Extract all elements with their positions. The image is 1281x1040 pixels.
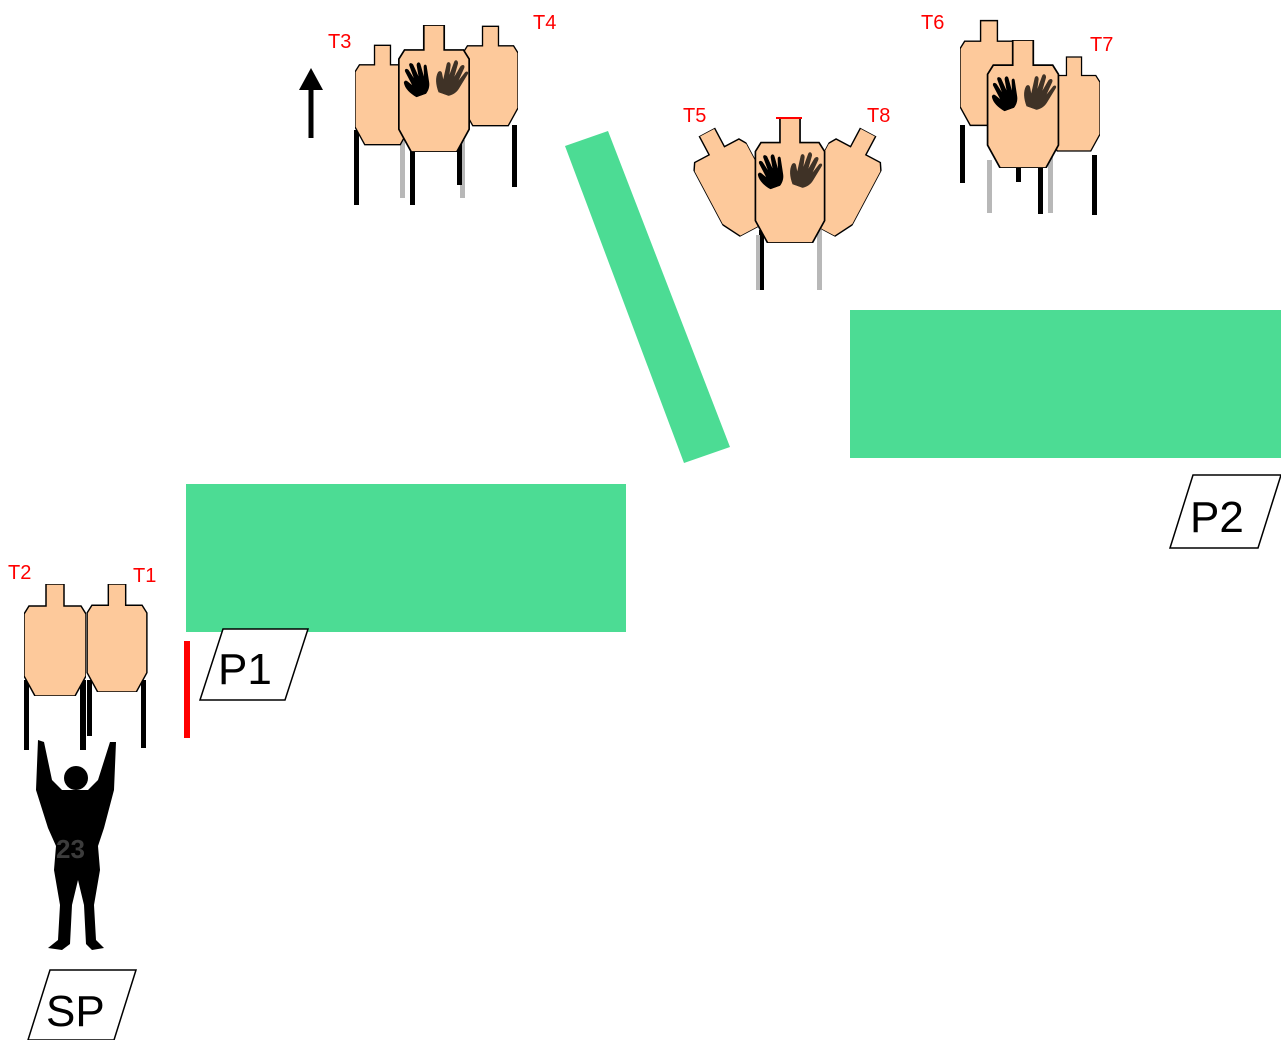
- jersey-number: 23: [56, 834, 85, 864]
- angled-wall-barrier: [565, 131, 730, 463]
- position-start[interactable]: SP: [27, 969, 138, 1040]
- target-label-t4: T4: [533, 12, 556, 34]
- wall-barrier: [186, 484, 626, 632]
- target-label-t5: T5: [683, 105, 706, 127]
- position-p2-label: P2: [1190, 493, 1244, 542]
- shooter-silhouette-icon: 23: [36, 740, 116, 950]
- position-p1-label: P1: [218, 645, 272, 694]
- target-label-t7: T7: [1090, 34, 1113, 56]
- target-t2: [24, 584, 86, 696]
- target-group-t1-t2: [24, 584, 148, 750]
- target-label-t3: T3: [328, 31, 351, 53]
- target-group-t3-t4: [354, 25, 518, 205]
- position-p2[interactable]: P2: [1168, 474, 1281, 549]
- start-position-label: SP: [46, 987, 105, 1036]
- target-label-t2: T2: [8, 562, 31, 584]
- target-t1: [86, 584, 148, 692]
- target-label-t6: T6: [921, 12, 944, 34]
- target-group-t6-t7: [960, 19, 1100, 215]
- target-group-t5-t8: [680, 117, 895, 290]
- wall-barrier: [850, 310, 1281, 458]
- target-label-t8: T8: [867, 105, 890, 127]
- position-p1[interactable]: P1: [198, 628, 310, 701]
- target-label-t1: T1: [133, 565, 156, 587]
- up-arrow-icon: [299, 68, 323, 138]
